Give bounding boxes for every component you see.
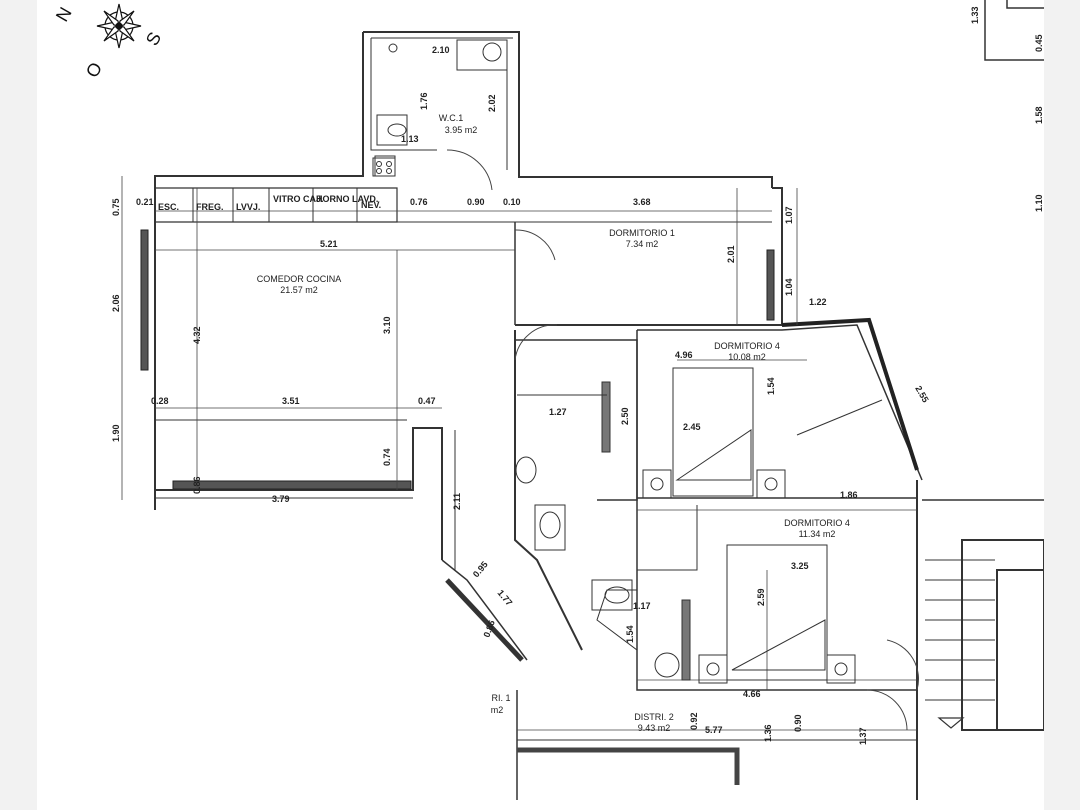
dim-value: 1.33	[970, 6, 980, 24]
room-name-dormitorio4b: DORMITORIO 4	[784, 518, 850, 528]
room-area-dormitorio4b: 11.34 m2	[799, 529, 836, 539]
room-labels: W.C.1 3.95 m2 DORMITORIO 1 7.34 m2 COMED…	[257, 113, 850, 733]
dim-value: 2.45	[683, 422, 701, 432]
dim-value: 2.11	[452, 493, 462, 510]
dim-value: 1.54	[625, 625, 635, 643]
dim-value: 3.25	[791, 561, 809, 571]
dim-value: 3.68	[633, 197, 651, 207]
dim-value: 1.27	[549, 407, 567, 417]
room-name-comedor: COMEDOR COCINA	[257, 274, 342, 284]
dim-value: 2.50	[620, 407, 630, 425]
dim-value: 2.02	[487, 94, 497, 112]
door-swings	[446, 149, 920, 731]
dim-value: 1.90	[111, 424, 121, 442]
dim-value: 2.01	[726, 245, 736, 263]
room-name-dormitorio4a: DORMITORIO 4	[714, 341, 780, 351]
dim-value: 0.21	[136, 197, 154, 207]
compass-north-label: N	[52, 4, 76, 25]
dim-value: 1.22	[809, 297, 827, 307]
dim-value: 4.32	[192, 326, 202, 344]
room-name-distri2: DISTRI. 2	[634, 712, 674, 722]
dim-value: 3.51	[282, 396, 300, 406]
dim-value: 1.76	[419, 92, 429, 110]
walls	[140, 0, 1044, 800]
room-area-distri2: 9.43 m2	[638, 723, 671, 733]
dim-value: 2.55	[913, 384, 930, 404]
drawing-sheet: N S O	[37, 0, 1044, 810]
room-name-dormitorio1: DORMITORIO 1	[609, 228, 675, 238]
dim-value: 0.47	[418, 396, 436, 406]
floor-plan-drawing: N S O	[52, 0, 1044, 800]
appliance-nev: NEV.	[361, 200, 381, 210]
dim-value: 0.74	[382, 448, 392, 466]
fixtures	[192, 39, 883, 684]
appliance-lvvj: LVVJ.	[236, 202, 260, 212]
dim-value: 0.95	[471, 559, 490, 579]
dim-value: 1.37	[858, 727, 868, 745]
dim-value: 0.92	[689, 712, 699, 730]
staircase	[925, 559, 995, 729]
appliance-esc: ESC.	[158, 202, 179, 212]
dim-value: 0.76	[410, 197, 428, 207]
dim-value: 0.28	[151, 396, 169, 406]
dim-value: 0.86	[192, 476, 202, 494]
dim-value: 1.13	[401, 134, 419, 144]
dim-value: 1.04	[784, 278, 794, 296]
room-area-comedor: 21.57 m2	[280, 285, 318, 295]
room-name-distri1: RI. 1	[491, 693, 510, 703]
room-name-wc1: W.C.1	[439, 113, 464, 123]
dim-value: 4.96	[675, 350, 693, 360]
dim-value: 1.86	[840, 490, 858, 500]
dim-value: 0.90	[467, 197, 485, 207]
room-area-distri1: m2	[491, 705, 504, 715]
dim-value: 1.07	[784, 206, 794, 224]
dim-value: 5.21	[320, 239, 338, 249]
dim-value: 4.66	[743, 689, 761, 699]
dim-value: 1.10	[1034, 194, 1044, 212]
dim-value: 3.10	[382, 316, 392, 334]
dim-value: 2.59	[756, 588, 766, 606]
room-area-dormitorio1: 7.34 m2	[626, 239, 659, 249]
dim-value: 2.10	[432, 45, 450, 55]
room-area-dormitorio4a: 10.08 m2	[728, 352, 766, 362]
dim-value: 0.75	[111, 198, 121, 216]
compass-south-label: S	[142, 29, 165, 49]
dimension-values: 2.10 1.76 2.02 1.13 0.75 0.21 0.76 0.90 …	[111, 6, 1044, 745]
compass-rose-icon: N S O	[52, 4, 165, 81]
dim-value: 3.79	[272, 494, 290, 504]
dim-value: 0.90	[793, 714, 803, 732]
compass-west-label: O	[82, 59, 106, 81]
dim-value: 1.58	[1034, 106, 1044, 124]
dim-value: 0.45	[1034, 34, 1044, 52]
dim-value: 1.54	[766, 377, 776, 395]
dim-value: 1.77	[495, 588, 514, 608]
appliance-labels: ESC. FREG. LVVJ. VITRO CAJ. HORNO LAVD. …	[158, 194, 381, 212]
dim-value: 1.36	[763, 724, 773, 742]
room-area-wc1: 3.95 m2	[445, 125, 478, 135]
dim-value: 0.10	[503, 197, 521, 207]
appliance-vitro: VITRO CAJ.	[273, 194, 324, 204]
appliance-freg: FREG.	[196, 202, 224, 212]
dimension-lines	[121, 176, 917, 731]
dim-value: 1.17	[633, 601, 651, 611]
appliance-horno: HORNO LAVD.	[316, 194, 378, 204]
dim-value: 2.06	[111, 294, 121, 312]
dim-value: 5.77	[705, 725, 723, 735]
